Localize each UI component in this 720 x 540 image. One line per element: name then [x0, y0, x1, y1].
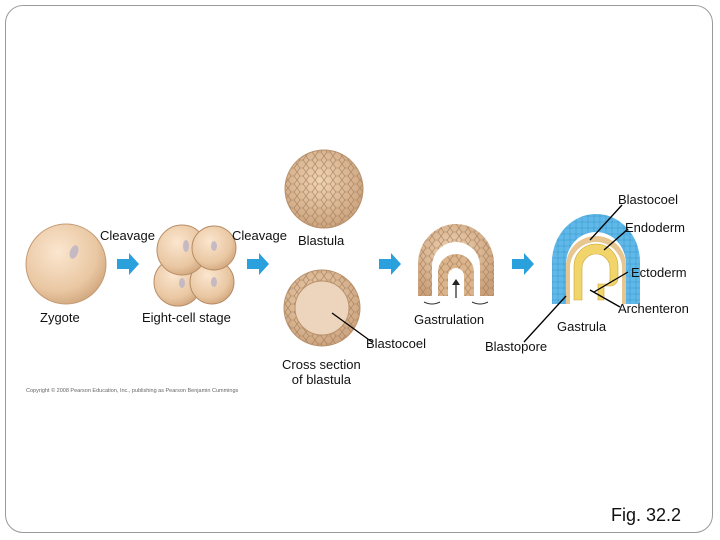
figure-caption: Fig. 32.2 [611, 505, 682, 525]
arrow-icon [512, 253, 534, 275]
cleavage-label-2: Cleavage [232, 228, 287, 243]
zygote-illustration [25, 223, 107, 305]
leader-lines [331, 204, 629, 343]
eight-cell-illustration [153, 224, 237, 307]
eight-cell-stage-label: Eight-cell stage [142, 310, 231, 325]
arrow-icon [117, 253, 139, 275]
gastrula-label: Gastrula [557, 319, 607, 334]
archenteron-label: Archenteron [618, 301, 689, 316]
ectoderm-label: Ectoderm [631, 265, 687, 280]
slide-frame [5, 5, 713, 533]
blastocoel-bottom-label: Blastocoel [366, 336, 426, 351]
blastula-label: Blastula [298, 233, 345, 248]
cross-section-label: Cross section of blastula [282, 357, 361, 387]
zygote-label: Zygote [40, 310, 80, 325]
arrow-icon [379, 253, 401, 275]
arrow-icon [247, 253, 269, 275]
gastrulation-label: Gastrulation [414, 312, 485, 327]
cleavage-label: Cleavage [100, 228, 155, 243]
gastrulation-illustration [418, 224, 494, 305]
blastula-cross-section-illustration [283, 269, 361, 347]
blastula-illustration [284, 149, 364, 229]
blastopore-label: Blastopore [485, 339, 548, 354]
endoderm-label: Endoderm [625, 220, 685, 235]
blastocoel-top-label: Blastocoel [618, 192, 678, 207]
copyright-notice: Copyright © 2008 Pearson Education, Inc.… [26, 388, 239, 394]
gastrula-illustration [552, 214, 640, 304]
